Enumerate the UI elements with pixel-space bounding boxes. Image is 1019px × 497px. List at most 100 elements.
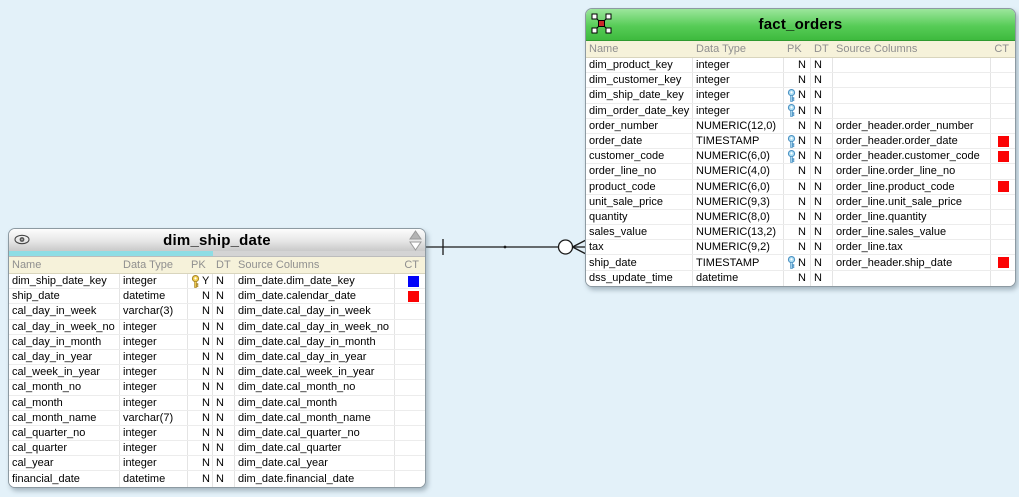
column-ct-flag (991, 149, 1013, 163)
table-title: fact_orders (758, 16, 843, 33)
column-dt-flag: N (213, 349, 235, 365)
column-source: dim_date.cal_week_in_year (235, 365, 395, 380)
column-pk-flag: N (188, 425, 213, 441)
pk-flag-text: N (798, 165, 806, 178)
column-name: cal_day_in_week (9, 304, 120, 319)
column-datatype: varchar(7) (120, 410, 188, 425)
column-dt-flag: N (811, 179, 833, 194)
column-pk-flag: N (784, 133, 811, 149)
column-source: dim_date.cal_day_in_year (235, 349, 395, 365)
column-name: dim_order_date_key (586, 103, 693, 118)
pk-flag-text: N (202, 351, 210, 364)
column-datatype: datetime (120, 289, 188, 304)
column-pk-flag: N (784, 255, 811, 270)
column-dt-flag: N (811, 103, 833, 118)
column-source: dim_date.cal_year (235, 456, 395, 471)
pk-flag-text: N (202, 335, 210, 348)
blue-key-icon (787, 256, 796, 269)
column-ct-flag (991, 73, 1013, 87)
column-ct-flag (395, 471, 423, 486)
column-ct-flag (991, 104, 1013, 118)
column-ct-flag (395, 289, 423, 303)
column-source: order_line.sales_value (833, 225, 991, 240)
scroll-down-icon[interactable] (408, 241, 422, 251)
column-datatype: integer (693, 103, 784, 118)
column-datatype: NUMERIC(12,0) (693, 118, 784, 133)
ct-red-marker (998, 135, 1009, 147)
column-ct-flag (395, 396, 423, 410)
column-dt-flag: N (213, 274, 235, 289)
column-dt-flag: N (213, 410, 235, 425)
column-name: dim_ship_date_key (9, 274, 120, 289)
column-ct-flag (991, 180, 1013, 194)
table-fact-orders[interactable]: fact_orders Name Data Type PK DT Source … (585, 8, 1016, 287)
scroll-arrows[interactable] (408, 230, 422, 251)
column-datatype: integer (120, 274, 188, 289)
column-name: cal_month (9, 395, 120, 410)
column-header-row: Name Data Type PK DT Source Columns CT (9, 257, 425, 274)
table-dim-ship-date[interactable]: dim_ship_date Name Data Type PK DT Sourc… (8, 228, 426, 488)
ct-red-marker (998, 257, 1009, 269)
table-header[interactable]: fact_orders (586, 9, 1015, 41)
pk-flag-text: N (798, 59, 806, 72)
column-dt-flag: N (213, 395, 235, 410)
column-dt-flag: N (811, 88, 833, 103)
column-header-name: Name (12, 259, 42, 271)
column-datatype: NUMERIC(6,0) (693, 149, 784, 164)
eye-icon (14, 234, 30, 245)
pk-flag-text: N (202, 426, 210, 439)
column-dt-flag: N (213, 304, 235, 319)
column-dt-flag: N (811, 240, 833, 255)
column-source: dim_date.cal_month (235, 395, 395, 410)
column-dt-flag: N (213, 319, 235, 334)
pk-flag-text: N (202, 381, 210, 394)
pk-flag-text: N (798, 180, 806, 193)
column-source: dim_date.cal_month_name (235, 410, 395, 425)
column-pk-flag: N (188, 304, 213, 319)
column-pk-flag: N (784, 88, 811, 103)
column-pk-flag: N (188, 410, 213, 425)
table-header[interactable]: dim_ship_date (9, 229, 425, 251)
column-datatype: integer (120, 380, 188, 395)
column-source: dim_date.financial_date (235, 471, 395, 487)
blue-key-icon (787, 104, 796, 118)
column-source (833, 73, 991, 88)
scroll-up-icon[interactable] (408, 230, 422, 240)
column-datatype: integer (120, 395, 188, 410)
column-pk-flag: N (188, 349, 213, 365)
column-dt-flag: N (811, 209, 833, 225)
key-icon-slot (787, 134, 798, 148)
column-ct-flag (991, 225, 1013, 239)
column-source: order_line.order_line_no (833, 164, 991, 179)
